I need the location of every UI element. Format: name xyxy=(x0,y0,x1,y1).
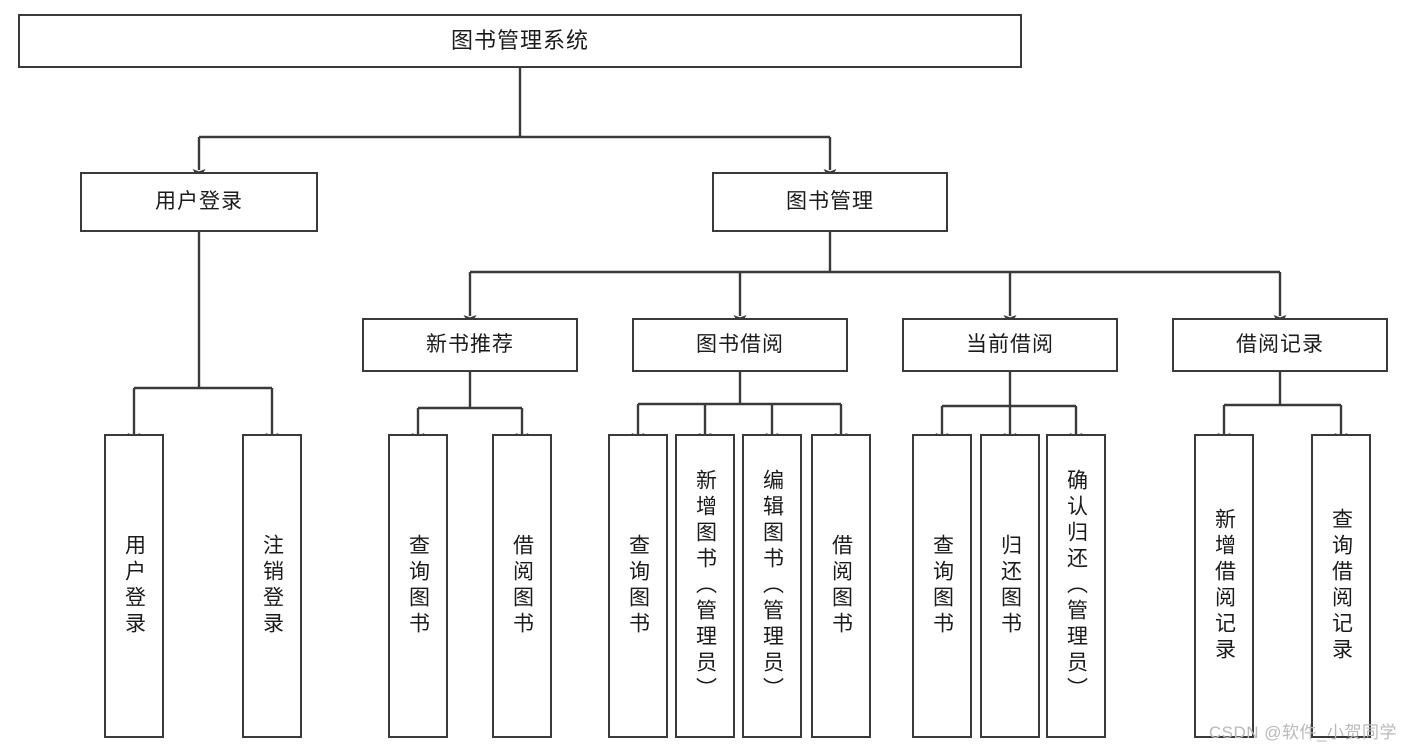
node-label: 查询图书 xyxy=(626,534,650,638)
node-user-login[interactable]: 用户登录 xyxy=(80,172,318,232)
node-label: 确认归还（管理员） xyxy=(1064,469,1088,703)
node-label: 用户登录 xyxy=(155,189,243,213)
leaf-query-book-current[interactable]: 查询图书 xyxy=(912,434,972,738)
leaf-borrow-book[interactable]: 借阅图书 xyxy=(811,434,871,738)
leaf-confirm-return[interactable]: 确认归还（管理员） xyxy=(1046,434,1106,738)
node-label: 查询借阅记录 xyxy=(1329,508,1353,664)
node-new-book-recommend[interactable]: 新书推荐 xyxy=(362,318,578,372)
node-label: 查询图书 xyxy=(406,534,430,638)
node-current-borrow[interactable]: 当前借阅 xyxy=(902,318,1118,372)
node-label: 归还图书 xyxy=(998,534,1022,638)
leaf-query-book-borrow[interactable]: 查询图书 xyxy=(608,434,668,738)
node-label: 新书推荐 xyxy=(426,332,514,356)
node-label: 借阅记录 xyxy=(1236,332,1324,356)
leaf-user-login[interactable]: 用户登录 xyxy=(104,434,164,738)
leaf-query-borrow-record[interactable]: 查询借阅记录 xyxy=(1311,434,1371,738)
node-label: 用户登录 xyxy=(122,534,146,638)
watermark-text: CSDN @软件_小贺同学 xyxy=(1208,723,1397,742)
node-book-borrow[interactable]: 图书借阅 xyxy=(632,318,848,372)
leaf-borrow-book-recommend[interactable]: 借阅图书 xyxy=(492,434,552,738)
node-label: 借阅图书 xyxy=(829,534,853,638)
node-book-management[interactable]: 图书管理 xyxy=(712,172,948,232)
node-label: 新增借阅记录 xyxy=(1212,508,1236,664)
node-label: 注销登录 xyxy=(260,534,284,638)
node-label: 图书管理 xyxy=(786,189,874,213)
node-label: 图书管理系统 xyxy=(450,28,589,54)
node-label: 当前借阅 xyxy=(966,332,1054,356)
leaf-edit-book[interactable]: 编辑图书（管理员） xyxy=(742,434,802,738)
node-label: 查询图书 xyxy=(930,534,954,638)
leaf-add-borrow-record[interactable]: 新增借阅记录 xyxy=(1194,434,1254,738)
node-label: 新增图书（管理员） xyxy=(693,469,717,703)
node-borrow-record[interactable]: 借阅记录 xyxy=(1172,318,1388,372)
node-label: 编辑图书（管理员） xyxy=(760,469,784,703)
leaf-query-book-recommend[interactable]: 查询图书 xyxy=(388,434,448,738)
node-root-system[interactable]: 图书管理系统 xyxy=(18,14,1022,68)
node-label: 图书借阅 xyxy=(696,332,784,356)
leaf-add-book[interactable]: 新增图书（管理员） xyxy=(675,434,735,738)
leaf-logout-login[interactable]: 注销登录 xyxy=(242,434,302,738)
node-label: 借阅图书 xyxy=(510,534,534,638)
leaf-return-book[interactable]: 归还图书 xyxy=(980,434,1040,738)
